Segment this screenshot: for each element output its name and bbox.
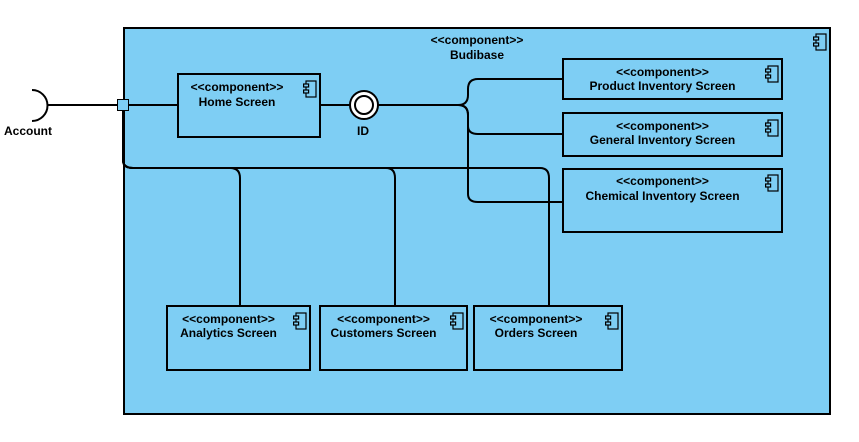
port-orders-connector: [122, 159, 550, 306]
component-name: Orders Screen: [494, 326, 578, 340]
component-icon: [765, 65, 779, 83]
port-customers-connector: [122, 159, 396, 306]
component-icon: [450, 312, 464, 330]
id-chemical-connector: [378, 104, 563, 203]
component-stereotype: <<component>>: [616, 119, 709, 133]
account-port[interactable]: [117, 99, 129, 111]
component-stereotype: <<component>>: [190, 80, 284, 94]
account-socket: [31, 89, 49, 122]
id-general-connector: [378, 104, 563, 135]
component-name: Chemical Inventory Screen: [585, 189, 740, 203]
component-icon: [605, 312, 619, 330]
component-icon: [303, 80, 317, 98]
port-analytics-connector: [122, 111, 241, 306]
component-stereotype: <<component>>: [616, 65, 709, 79]
container-name: Budibase: [449, 48, 504, 62]
analytics-screen-component[interactable]: <<component>> Analytics Screen: [166, 305, 311, 371]
component-stereotype: <<component>>: [182, 312, 275, 326]
component-name: Home Screen: [198, 95, 276, 109]
component-icon: [765, 119, 779, 137]
chemical-inventory-screen-component[interactable]: <<component>> Chemical Inventory Screen: [562, 168, 783, 233]
component-icon: [293, 312, 307, 330]
component-name: Product Inventory Screen: [589, 79, 736, 93]
component-stereotype: <<component>>: [616, 174, 709, 188]
home-screen-component[interactable]: <<component>> Home Screen: [177, 73, 321, 138]
component-name: General Inventory Screen: [589, 133, 736, 147]
component-icon: [813, 33, 827, 51]
account-label: Account: [4, 124, 52, 138]
id-product-connector: [378, 78, 563, 106]
general-inventory-screen-component[interactable]: <<component>> General Inventory Screen: [562, 112, 783, 157]
customers-screen-component[interactable]: <<component>> Customers Screen: [319, 305, 468, 371]
component-icon: [765, 174, 779, 192]
component-name: Analytics Screen: [180, 326, 277, 340]
component-stereotype: <<component>>: [337, 312, 430, 326]
product-inventory-screen-component[interactable]: <<component>> Product Inventory Screen: [562, 58, 783, 100]
component-name: Customers Screen: [330, 326, 437, 340]
id-interface-inner: [354, 95, 374, 115]
id-label: ID: [357, 124, 369, 138]
container-stereotype: <<component>>: [430, 33, 524, 47]
orders-screen-component[interactable]: <<component>> Orders Screen: [473, 305, 623, 371]
component-stereotype: <<component>>: [489, 312, 583, 326]
